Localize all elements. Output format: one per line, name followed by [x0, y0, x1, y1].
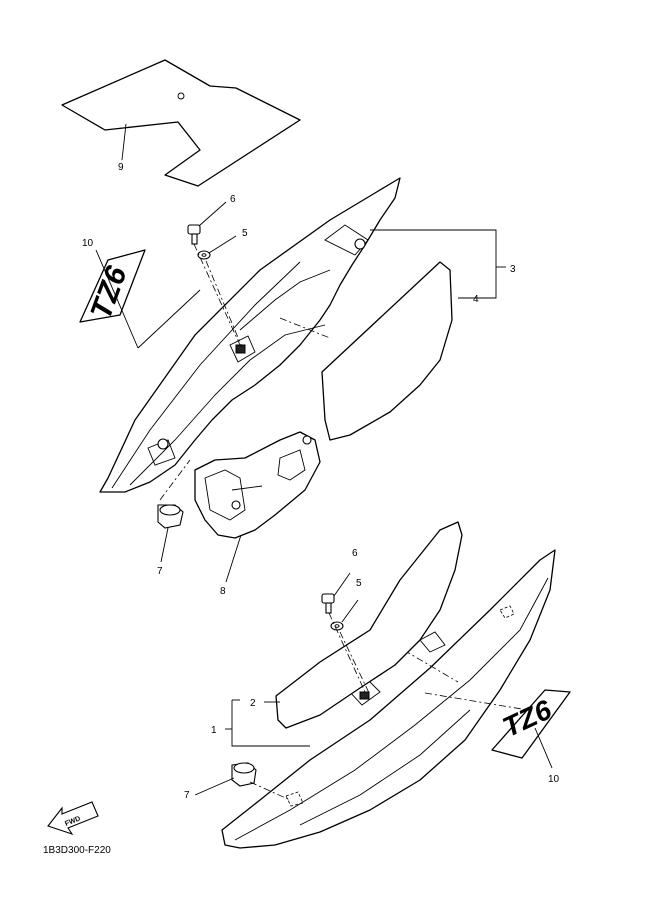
callout-1: 1 — [211, 725, 217, 736]
callout-8: 8 — [220, 586, 226, 597]
callout-5-upper: 5 — [242, 228, 248, 239]
part-9-sheet — [61, 59, 301, 187]
upper-bolt-6 — [187, 201, 227, 245]
callout-10-lower: 10 — [548, 774, 560, 785]
callout-10-upper: 10 — [82, 238, 94, 249]
upper-washer-5 — [197, 235, 237, 260]
callout-9: 9 — [118, 162, 124, 173]
callout-labels: 9 10 6 5 3 4 7 8 6 5 2 1 10 7 — [82, 162, 560, 801]
part-2-panel — [275, 521, 463, 729]
callout-5-lower: 5 — [356, 578, 362, 589]
lower-emblem-10: TZ6 — [491, 689, 571, 769]
lower-bolt-6 — [321, 572, 351, 614]
bracket-1-2 — [225, 699, 310, 747]
callout-6-lower: 6 — [352, 548, 358, 559]
callout-2: 2 — [250, 698, 256, 709]
part-3-left-side-cover — [99, 177, 401, 493]
upper-emblem-text: TZ6 — [84, 262, 133, 324]
diagram-code: 1B3D300-F220 — [43, 845, 111, 856]
upper-emblem-10: TZ6 — [79, 249, 201, 349]
lower-grommet-7 — [194, 762, 291, 801]
part-8-plate — [194, 431, 321, 583]
bracket-3-4 — [370, 229, 506, 299]
part-1-right-side-cover — [221, 549, 556, 849]
callout-6-upper: 6 — [230, 194, 236, 205]
lower-washer-5 — [330, 599, 359, 631]
callout-7-lower: 7 — [184, 790, 190, 801]
callout-4: 4 — [473, 294, 479, 305]
fwd-arrow-icon: FWD — [47, 801, 99, 836]
callout-3: 3 — [510, 264, 516, 275]
callout-7-upper: 7 — [157, 566, 163, 577]
part-4-panel — [321, 261, 453, 441]
upper-grommet-7 — [157, 459, 191, 563]
